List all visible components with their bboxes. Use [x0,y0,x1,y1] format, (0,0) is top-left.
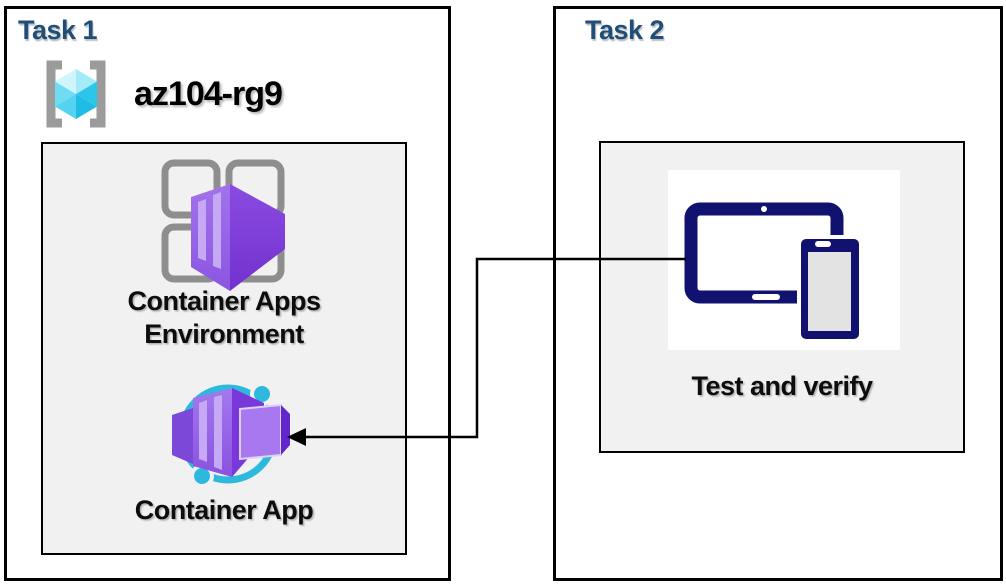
devices-plate [668,170,900,350]
app-stripe-1 [199,400,207,462]
app-right-box-face [239,403,282,461]
resource-group-name: az104-rg9 [134,74,283,113]
tablet-camera [761,206,767,212]
task2-title: Task 2 [585,15,665,45]
task1-title: Task 1 [18,15,98,45]
container-apps-environment-icon-svg [161,159,285,291]
container-left-face [191,184,230,291]
bracket-left [46,60,62,128]
task2-panel: Test and verify [599,141,965,453]
app-main-left-face [193,388,232,477]
app-stripe-2 [214,395,222,470]
environment-caption: Container Apps Environment [127,286,321,349]
tablet-home-button [752,294,780,300]
bracket-right [90,60,106,128]
container-stripe-2 [213,192,221,269]
container-app-icon [168,382,292,493]
cube-left-lower [55,94,76,119]
container-app-icon-svg [172,382,290,488]
app-right-box-side [281,405,290,455]
test-and-verify-caption: Test and verify [691,371,873,401]
cube-top-right [76,69,97,94]
container-apps-environment-icon [161,159,285,298]
task1-box: Task 1 az104-rg9 [4,6,451,581]
resource-group-icon [38,60,114,128]
container-right-face [230,184,285,291]
resource-group-icon-svg [46,60,106,128]
phone-speaker [815,241,831,247]
cube-top-left [55,69,76,94]
container-stripe-1 [198,199,206,261]
task1-panel: Container Apps Environment [41,142,407,555]
cube-right-upper [76,81,97,107]
container-app-caption: Container App [134,495,314,525]
phone-screen [808,252,851,331]
cube-right-lower [76,94,97,119]
devices-icon [684,202,863,343]
resource-group-row: az104-rg9 [38,60,283,128]
task2-box: Task 2 Test and verify [553,6,1003,581]
cube-left-upper [55,81,76,107]
app-left-flap [172,408,193,464]
